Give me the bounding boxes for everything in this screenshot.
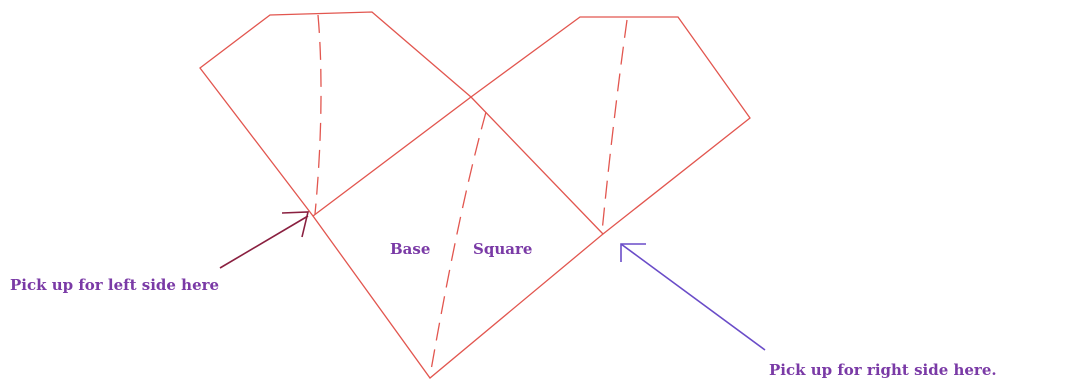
left-pickup-label: Pick up for left side here bbox=[10, 276, 219, 294]
base-square-outline bbox=[312, 96, 604, 379]
right-arrow-shaft bbox=[620, 243, 766, 351]
left-pickup-arrow bbox=[219, 211, 310, 269]
right-pickup-arrow bbox=[620, 243, 766, 351]
right-arrow-head bbox=[620, 243, 646, 262]
left-arrow-shaft bbox=[219, 215, 309, 269]
left-flap-fold-line bbox=[314, 14, 322, 215]
square-label: Square bbox=[473, 240, 532, 258]
right-flap-fold-line bbox=[601, 19, 628, 233]
center-fold-line bbox=[429, 111, 487, 377]
left-flap-outline bbox=[199, 11, 472, 217]
right-flap-outline bbox=[470, 16, 751, 235]
base-label: Base bbox=[390, 240, 430, 258]
left-arrow-head bbox=[281, 211, 310, 238]
right-pickup-label: Pick up for right side here. bbox=[769, 361, 997, 379]
